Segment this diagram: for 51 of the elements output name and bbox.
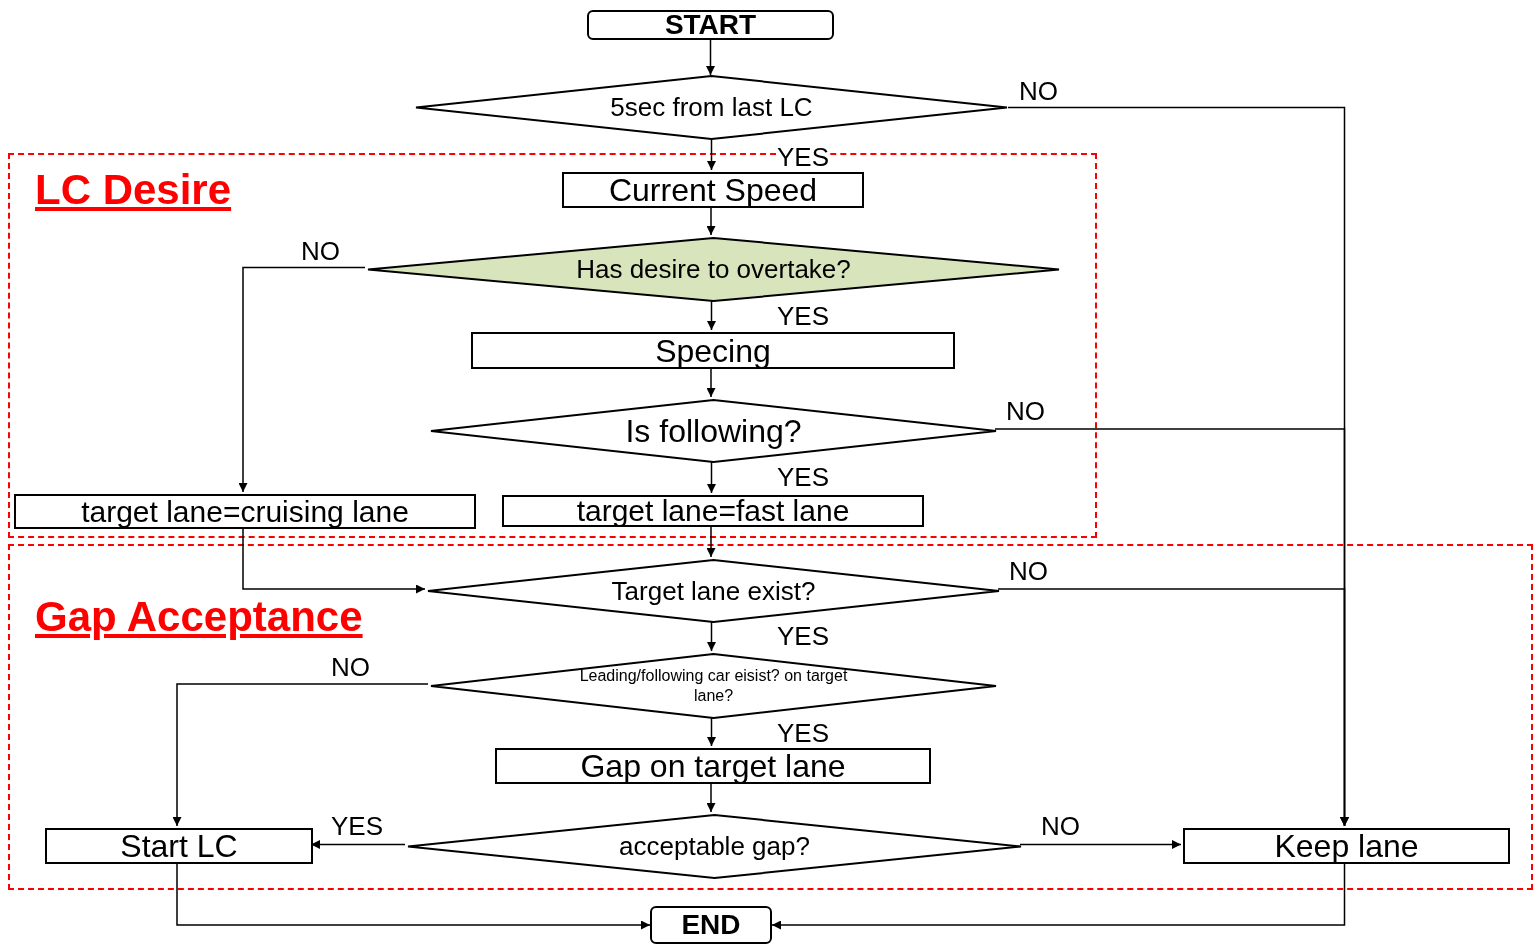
arrow (172, 683, 429, 827)
arrow (706, 366, 716, 398)
arrow (997, 588, 1349, 827)
box-label: START (664, 11, 757, 39)
process-box (14, 494, 476, 529)
arrow (242, 526, 426, 594)
process-box (502, 495, 924, 527)
box-label: Specing (655, 334, 771, 367)
arrow (176, 861, 651, 930)
terminal-box (587, 10, 834, 40)
arrow (706, 205, 716, 236)
process-box (1183, 828, 1510, 864)
region-frame (8, 544, 1533, 890)
decision-label: acceptable gap? (618, 830, 811, 863)
decision-label: 5sec from last LC (609, 91, 814, 124)
arrow (706, 524, 716, 558)
box-label: Current Speed (608, 174, 818, 206)
decision-label: Leading/following car eisist? on target lane? (578, 666, 849, 706)
decision-diamond (430, 399, 997, 463)
arrow (707, 460, 716, 494)
terminal-box (650, 906, 772, 944)
process-box (562, 172, 864, 208)
decision-diamond (427, 559, 1000, 623)
arrow (707, 620, 716, 652)
arrow (706, 781, 716, 813)
process-box (45, 828, 313, 864)
box-label: target lane=fast lane (576, 496, 850, 526)
box-label: END (681, 911, 741, 939)
arrow (707, 139, 716, 171)
box-label: Gap on target lane (580, 750, 846, 782)
arrow (706, 39, 715, 76)
region-heading: LC Desire (35, 169, 232, 211)
arrow (238, 266, 366, 493)
arrow (310, 840, 406, 849)
box-label: Keep lane (1274, 830, 1419, 862)
decision-label: Is following? (624, 412, 803, 451)
decision-diamond (430, 653, 997, 719)
arrow (1019, 840, 1182, 849)
decision-diamond (367, 237, 1060, 302)
decision-label: Target lane exist? (610, 574, 817, 608)
arrow (707, 299, 716, 331)
box-label: target lane=cruising lane (81, 496, 409, 527)
arrow (707, 716, 716, 747)
process-box (495, 748, 931, 784)
process-box (471, 332, 955, 369)
region-heading: Gap Acceptance (35, 596, 363, 638)
decision-diamond (407, 814, 1022, 879)
arrow (771, 861, 1346, 930)
decision-label: Has desire to overtake? (575, 253, 852, 286)
box-label: Start LC (120, 830, 238, 862)
decision-diamond (415, 75, 1008, 140)
